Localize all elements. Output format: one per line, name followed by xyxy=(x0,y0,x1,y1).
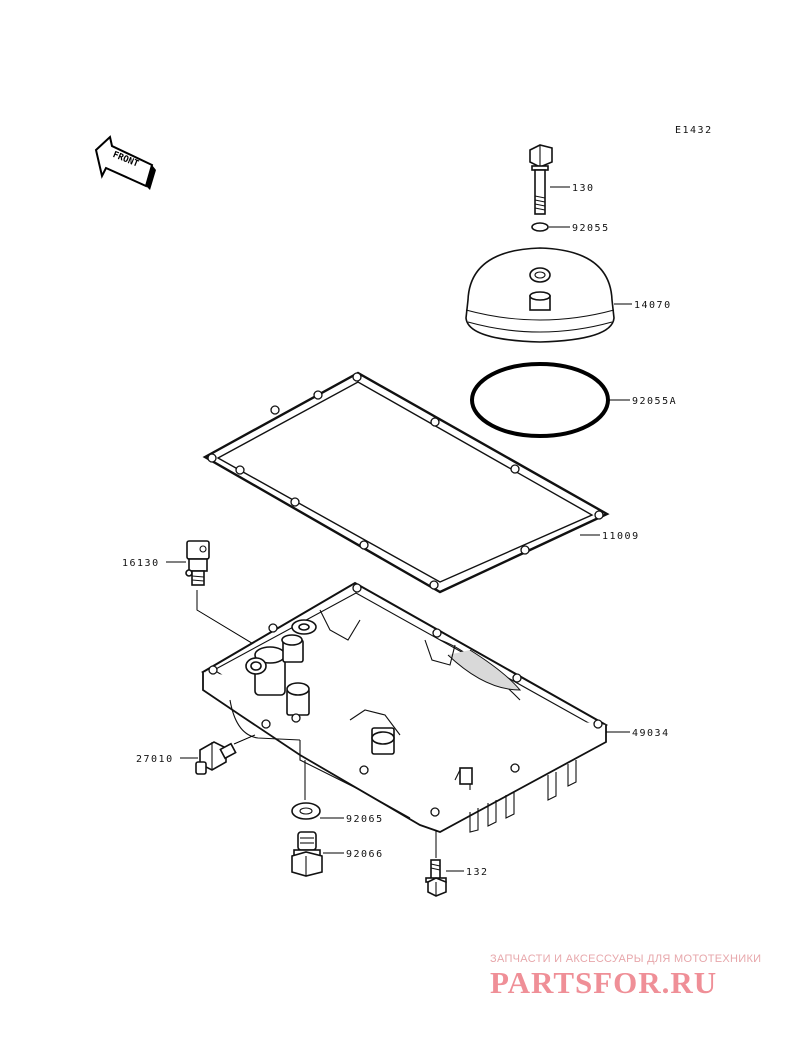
o-ring-92055a xyxy=(470,362,610,438)
bolt-130 xyxy=(529,144,553,215)
label-11009: 11009 xyxy=(602,531,640,542)
o-ring-92055 xyxy=(531,222,549,232)
label-92066: 92066 xyxy=(346,849,384,860)
label-130: 130 xyxy=(572,183,595,194)
bolt-132 xyxy=(425,859,447,897)
watermark-logo: ЗАПЧАСТИ И АКСЕССУАРЫ ДЛЯ МОТОТЕХНИКИ PA… xyxy=(490,953,761,1000)
gasket-11009 xyxy=(202,371,610,594)
oil-filter-cover-14070 xyxy=(465,247,615,343)
oil-pan-49034 xyxy=(201,581,609,833)
oil-pressure-switch-27010 xyxy=(195,741,237,775)
fitting-16130 xyxy=(185,540,210,586)
label-92055: 92055 xyxy=(572,223,610,234)
washer-92065 xyxy=(291,802,321,820)
label-27010: 27010 xyxy=(136,754,174,765)
label-14070: 14070 xyxy=(634,300,672,311)
label-49034: 49034 xyxy=(632,728,670,739)
label-16130: 16130 xyxy=(122,558,160,569)
watermark-tagline: ЗАПЧАСТИ И АКСЕССУАРЫ ДЛЯ МОТОТЕХНИКИ xyxy=(490,953,761,965)
label-132: 132 xyxy=(466,867,489,878)
drain-plug-92066 xyxy=(291,831,323,877)
label-92065: 92065 xyxy=(346,814,384,825)
diagram-code: E1432 xyxy=(675,125,713,136)
label-92055a: 92055A xyxy=(632,396,677,407)
front-arrow-icon: FRONT xyxy=(94,135,156,190)
watermark-brand: PARTSFOR.RU xyxy=(490,965,717,1000)
